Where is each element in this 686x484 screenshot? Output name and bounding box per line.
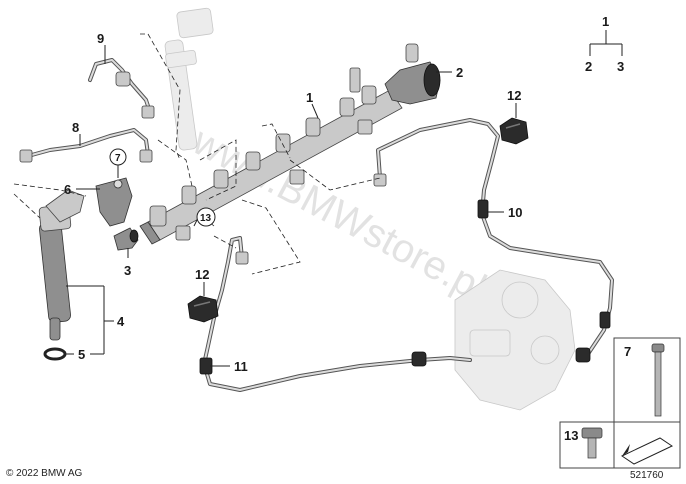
label-9: 9 xyxy=(97,31,104,46)
fuel-injector xyxy=(38,189,85,341)
callout-7: 7 xyxy=(109,148,127,166)
injector-clamp xyxy=(95,177,133,227)
label-12-upper: 12 xyxy=(507,88,521,103)
legend-label-7: 7 xyxy=(624,344,631,359)
fuel-pipe-11 xyxy=(199,236,472,392)
seal-ring xyxy=(43,347,67,361)
assembly-dashed-lines xyxy=(13,33,381,275)
diagram-number: 521760 xyxy=(630,470,664,481)
label-1: 1 xyxy=(306,90,313,105)
fuel-pipe-10 xyxy=(373,118,614,363)
high-pressure-rail xyxy=(139,67,403,245)
label-2: 2 xyxy=(456,65,463,80)
label-12-lower: 12 xyxy=(195,267,209,282)
watermark-text: www.BMWstore.pl xyxy=(185,119,493,311)
part-labels: 9 8 6 3 4 5 1 2 12 10 12 11 xyxy=(64,31,522,374)
label-4: 4 xyxy=(117,314,125,329)
long-bolt-icon xyxy=(651,343,665,417)
ghost-high-pressure-pump xyxy=(454,269,576,411)
pressure-control-valve xyxy=(384,43,441,105)
leader-lines xyxy=(64,45,517,367)
label-10: 10 xyxy=(508,205,522,220)
copyright-text: © 2022 BMW AG xyxy=(6,468,83,479)
label-11: 11 xyxy=(234,359,248,374)
pipe-holder-lower xyxy=(187,295,219,323)
hierarchy-child-b-label: 3 xyxy=(617,59,624,74)
hierarchy-parent-label: 1 xyxy=(602,14,609,29)
fuel-pipe-8 xyxy=(19,128,153,163)
label-8: 8 xyxy=(72,120,79,135)
ghost-injector-top xyxy=(164,7,214,151)
direction-arrow-icon xyxy=(620,437,674,465)
part-hierarchy: 1 2 3 xyxy=(585,14,624,74)
sleeve-part-3 xyxy=(113,227,139,251)
pipe-holder-upper xyxy=(499,117,529,145)
legend-label-13: 13 xyxy=(564,428,578,443)
legend-box: 7 13 xyxy=(559,337,681,469)
short-bolt-icon xyxy=(581,427,603,459)
label-6: 6 xyxy=(64,182,71,197)
hierarchy-child-a-label: 2 xyxy=(585,59,592,74)
callout-13-label: 13 xyxy=(200,213,212,224)
fuel-pipe-9 xyxy=(88,58,155,119)
callout-7-label: 7 xyxy=(115,153,121,164)
callout-13: 13 xyxy=(196,207,216,227)
label-3: 3 xyxy=(124,263,131,278)
label-5: 5 xyxy=(78,347,85,362)
